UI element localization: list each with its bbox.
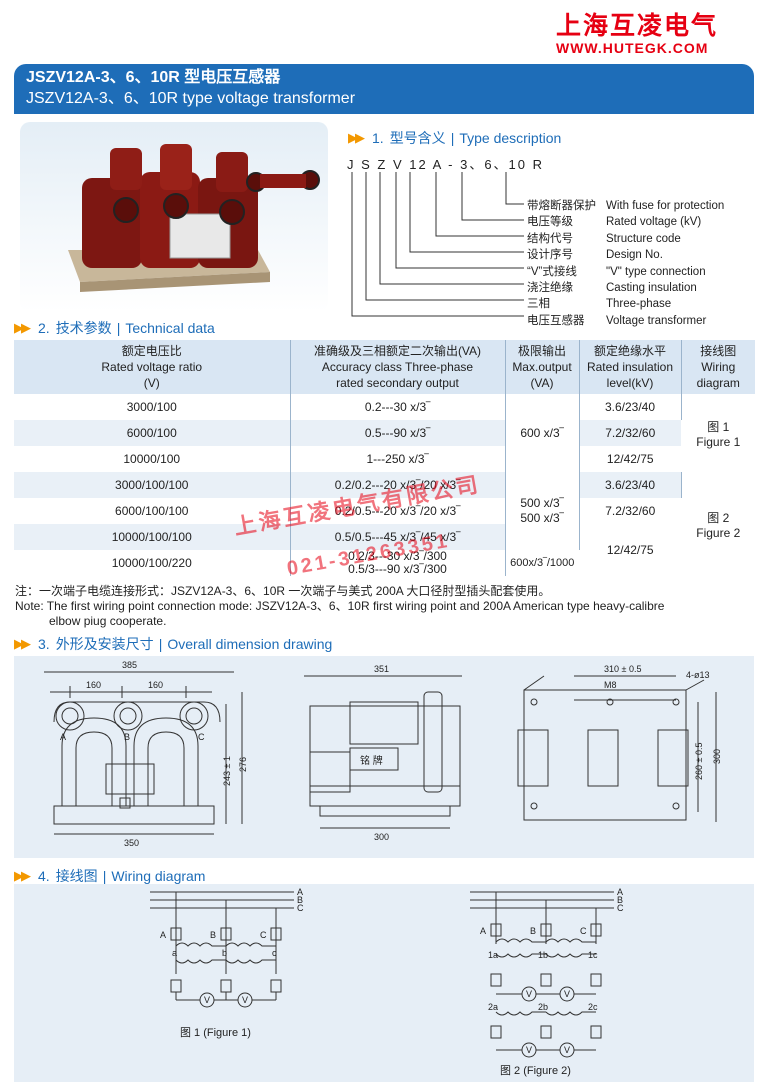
dim-front-pitch2: 160: [148, 680, 163, 690]
dim-side-width: 351: [374, 664, 389, 674]
svg-text:B: B: [617, 895, 623, 905]
svg-text:A: A: [297, 887, 303, 897]
table-row: 6000/100/100 0.2/0.5---20 x/3‾/20 x/3‾ 7…: [14, 498, 755, 524]
nameplate-label: 铭 牌: [360, 754, 383, 767]
dimension-drawings: 385 160 160 350 243 ± 1 276 A B C 351 30…: [44, 660, 722, 848]
voltmeter-icon: V: [204, 995, 210, 1005]
svg-text:A: A: [617, 887, 623, 897]
title-cn: JSZV12A-3、6、10R 型电压互感器: [26, 69, 281, 86]
type-description-cn: 带熔断器保护电压等级结构代号设计序号“V”式接线浇注绝缘三相电压互感器: [527, 200, 596, 327]
product-photo: [20, 122, 328, 312]
arrow-icon: ▶▶: [14, 868, 31, 883]
figure1-caption: 图 1 (Figure 1): [180, 1026, 251, 1039]
table-row: 3000/100 0.2---30 x/3‾ 600 x/3‾ 3.6/23/4…: [14, 394, 755, 472]
dim-top-thread: M8: [604, 680, 617, 690]
table-note: 注：一次端子电缆连接形式：JSZV12A-3、6、10R 一次端子与美式 200…: [15, 584, 665, 628]
voltmeter-icon: V: [242, 995, 248, 1005]
arrow-icon: ▶▶: [14, 320, 31, 335]
title-bar: JSZV12A-3、6、10R 型电压互感器 JSZV12A-3、6、10R t…: [14, 64, 754, 114]
svg-text:A: A: [480, 926, 486, 936]
model-code-leader-lines: [351, 172, 524, 317]
svg-text:1c: 1c: [588, 950, 598, 960]
svg-text:C: C: [297, 903, 304, 913]
svg-text:C: C: [260, 930, 267, 940]
svg-text:C: C: [580, 926, 587, 936]
phase-label-c: C: [198, 732, 205, 742]
dim-front-pitch1: 160: [86, 680, 101, 690]
voltmeter-icon: V: [564, 1045, 570, 1055]
dim-top-pitch: 310 ± 0.5: [604, 664, 641, 674]
transformer-illustration: [68, 144, 320, 292]
section-dimension-drawing: ▶▶ 3. 外形及安装尺寸 | Overall dimension drawin…: [14, 636, 333, 652]
table-row: 10000/100/100 0.5/0.5---45 x/3‾/45 x/3‾ …: [14, 524, 755, 576]
section-wiring-diagram: ▶▶ 4. 接线图 | Wiring diagram: [14, 868, 206, 884]
table-row: 10000/100 1---250 x/3‾ 12/42/75: [14, 446, 755, 472]
company-name: 上海互凌电气: [556, 11, 719, 40]
phase-label-b: B: [124, 732, 130, 742]
svg-text:A: A: [160, 930, 166, 940]
dim-front-h2: 276: [238, 757, 248, 772]
dim-front-width: 385: [122, 660, 137, 670]
dim-front-h1: 243 ± 1: [222, 756, 232, 786]
figure2-caption: 图 2 (Figure 2): [500, 1064, 571, 1077]
svg-text:C: C: [617, 903, 624, 913]
svg-text:c: c: [272, 948, 277, 958]
svg-text:2c: 2c: [588, 1002, 598, 1012]
svg-text:B: B: [530, 926, 536, 936]
svg-text:B: B: [210, 930, 216, 940]
table-row: 3000/100/100 0.2/0.2---20 x/3‾/20 x/3‾ 5…: [14, 472, 755, 576]
dim-front-base: 350: [124, 838, 139, 848]
dim-side-base: 300: [374, 832, 389, 842]
table-row: 6000/100 0.5---90 x/3‾ 7.2/32/60: [14, 420, 755, 446]
website-url[interactable]: WWW.HUTEGK.COM: [556, 40, 709, 56]
dim-top-holes: 4-ø13: [686, 670, 710, 680]
voltmeter-icon: V: [564, 989, 570, 999]
dim-top-h1: 260 ± 0.5: [694, 743, 704, 780]
arrow-icon: ▶▶: [348, 130, 365, 145]
model-code: J S Z V 12 A - 3、6、10 R: [347, 157, 545, 172]
section-type-description: ▶▶ 1. 型号含义 | Type description: [348, 130, 562, 146]
voltmeter-icon: V: [526, 989, 532, 999]
svg-text:1a: 1a: [488, 950, 498, 960]
dim-top-h2: 300: [712, 749, 722, 764]
dimension-drawing-panel: 385 160 160 350 243 ± 1 276 A B C 351 30…: [14, 656, 754, 858]
voltmeter-icon: V: [526, 1045, 532, 1055]
svg-text:1b: 1b: [538, 950, 548, 960]
svg-text:b: b: [222, 948, 227, 958]
phase-label-a: A: [60, 732, 66, 742]
section-technical-data: ▶▶ 2. 技术参数 | Technical data: [14, 320, 215, 336]
svg-text:2b: 2b: [538, 1002, 548, 1012]
svg-text:2a: 2a: [488, 1002, 498, 1012]
svg-text:a: a: [172, 948, 177, 958]
title-en: JSZV12A-3、6、10R type voltage transformer: [26, 90, 356, 107]
arrow-icon: ▶▶: [14, 636, 31, 651]
svg-text:B: B: [297, 895, 303, 905]
